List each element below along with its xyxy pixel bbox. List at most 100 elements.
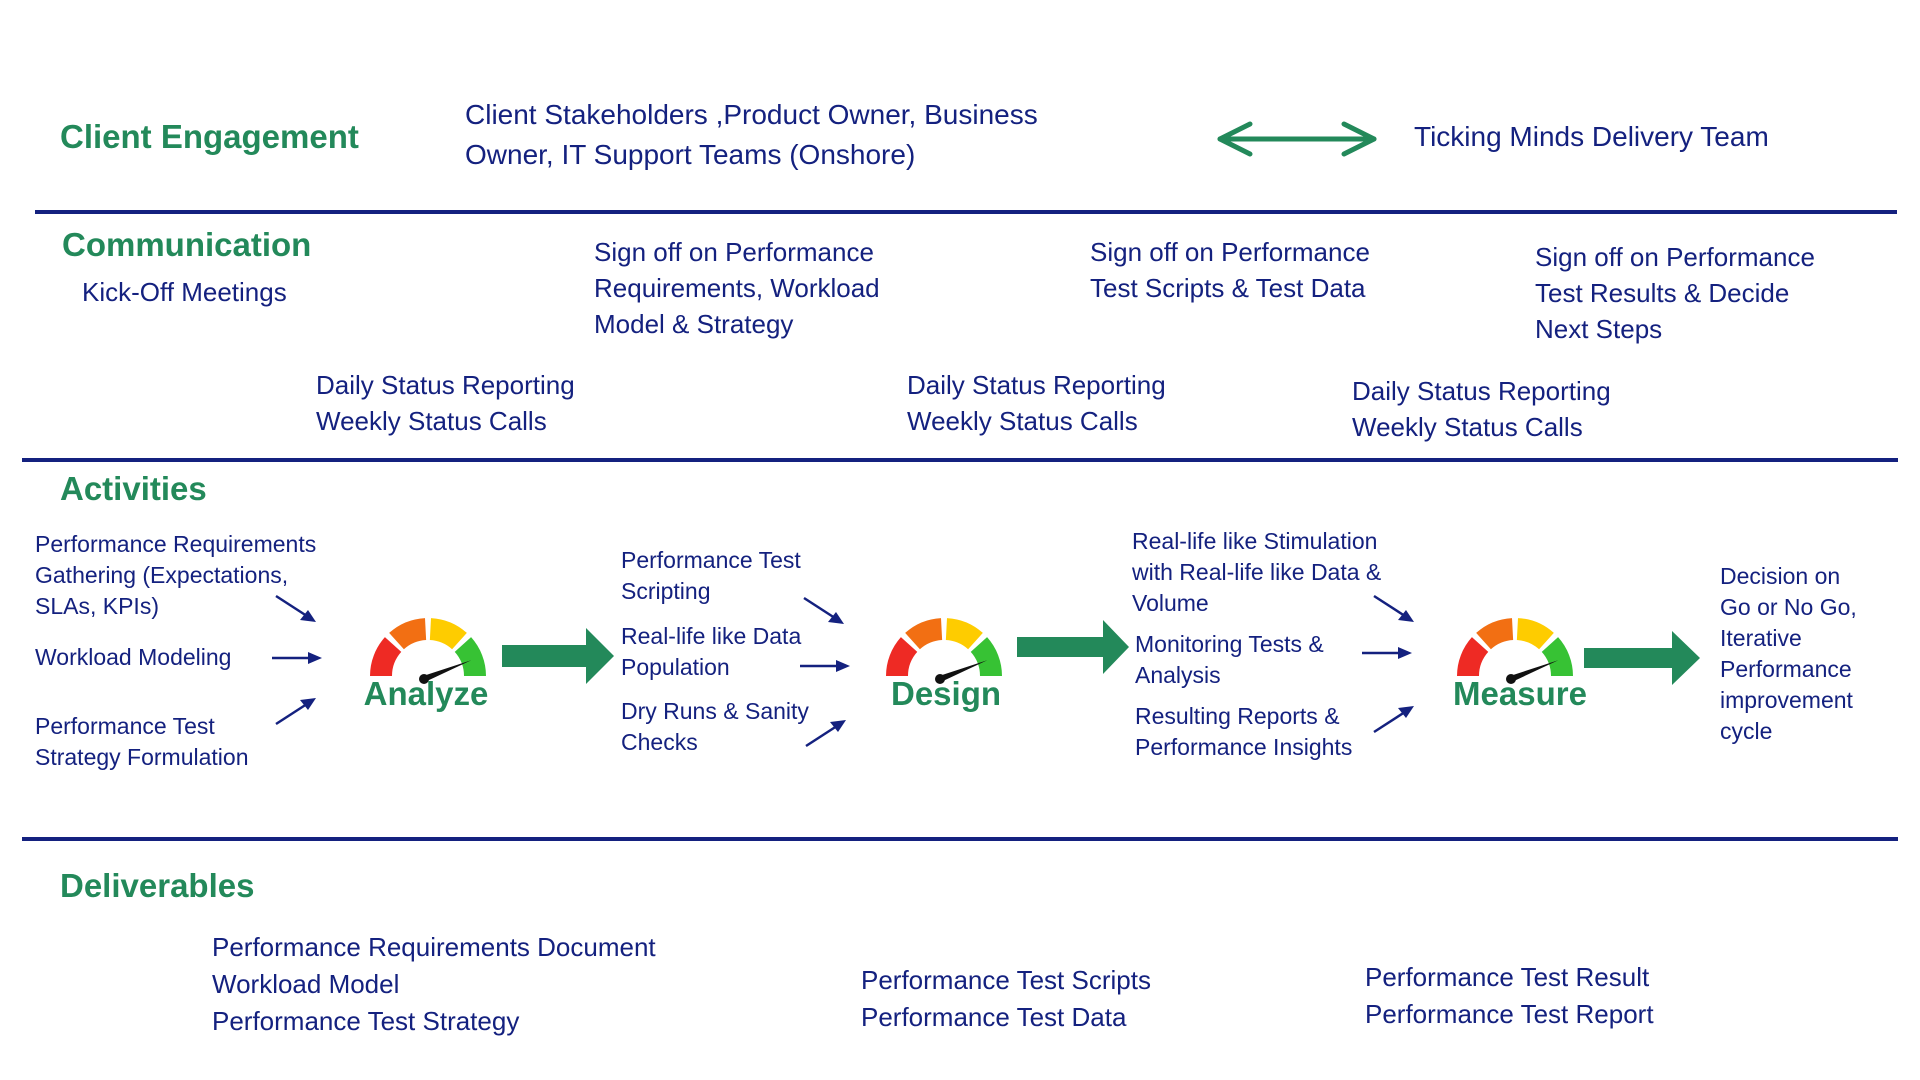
status-line: Daily Status Reporting bbox=[316, 370, 575, 400]
gauge-needle bbox=[1507, 660, 1559, 681]
gauge-segment bbox=[1541, 637, 1573, 676]
input-arrow-icon bbox=[275, 594, 316, 622]
client-parties-line: Client Stakeholders ,Product Owner, Busi… bbox=[465, 99, 1038, 130]
input-line: Performance Test bbox=[621, 547, 801, 573]
section-divider bbox=[22, 458, 1898, 462]
signoff-line: Test Results & Decide bbox=[1535, 278, 1790, 308]
signoff-line: Sign off on Performance bbox=[594, 237, 874, 267]
deliverables-measure: Performance Test Result Performance Test… bbox=[1365, 959, 1654, 1033]
client-parties-text: Client Stakeholders ,Product Owner, Busi… bbox=[465, 95, 1038, 175]
gauge-segment bbox=[429, 618, 467, 650]
input-arrow-icon bbox=[1373, 706, 1414, 734]
speedometer-gauge-icon bbox=[886, 618, 1002, 684]
gauge-hub bbox=[935, 674, 945, 684]
input-line: Real-life like Stimulation bbox=[1132, 528, 1378, 554]
signoff-results-text: Sign off on Performance Test Results & D… bbox=[1535, 239, 1815, 347]
signoff-line: Sign off on Performance bbox=[1535, 242, 1815, 272]
gauge-hub bbox=[1506, 674, 1516, 684]
gauge-needle bbox=[420, 660, 472, 681]
deliverable-item: Workload Model bbox=[212, 969, 400, 999]
communication-heading: Communication bbox=[62, 226, 312, 263]
input-line: Dry Runs & Sanity bbox=[621, 698, 809, 724]
gauge-segment bbox=[970, 637, 1002, 676]
gauge-segment bbox=[389, 618, 427, 650]
input-line: Analysis bbox=[1135, 662, 1221, 688]
input-arrow-icon bbox=[800, 660, 850, 672]
input-line: Real-life like Data bbox=[621, 623, 802, 649]
outcome-line: Decision on bbox=[1720, 563, 1841, 589]
status-line: Weekly Status Calls bbox=[1352, 412, 1583, 442]
input-line: Monitoring Tests & bbox=[1135, 631, 1324, 657]
gauge-segment bbox=[454, 637, 486, 676]
speedometer-gauge-icon bbox=[1457, 618, 1573, 684]
design-input-dry-runs: Dry Runs & Sanity Checks bbox=[621, 696, 809, 758]
deliverable-item: Performance Requirements Document bbox=[212, 932, 656, 962]
input-line: Gathering (Expectations, bbox=[35, 562, 289, 588]
status-line: Daily Status Reporting bbox=[907, 370, 1166, 400]
input-line: Performance Insights bbox=[1135, 734, 1353, 760]
deliverable-item: Performance Test Strategy bbox=[212, 1006, 520, 1036]
stage-label-analyze: Analyze bbox=[363, 675, 489, 712]
outcome-line: Go or No Go, bbox=[1720, 594, 1857, 620]
signoff-line: Test Scripts & Test Data bbox=[1090, 273, 1366, 303]
input-line: Population bbox=[621, 654, 730, 680]
client-parties-line: Owner, IT Support Teams (Onshore) bbox=[465, 139, 916, 170]
client-engagement-heading: Client Engagement bbox=[60, 118, 359, 155]
gauge-segment bbox=[945, 618, 983, 650]
signoff-line: Next Steps bbox=[1535, 314, 1663, 344]
signoff-requirements-text: Sign off on Performance Requirements, Wo… bbox=[594, 234, 880, 342]
deliverable-item: Performance Test Data bbox=[861, 1002, 1127, 1032]
signoff-line: Sign off on Performance bbox=[1090, 237, 1370, 267]
section-divider bbox=[35, 210, 1897, 214]
input-arrow-icon bbox=[275, 698, 316, 726]
design-input-data-population: Real-life like Data Population bbox=[621, 621, 801, 683]
outcome-line: improvement bbox=[1720, 687, 1853, 713]
gauge-segment bbox=[370, 637, 402, 676]
section-divider bbox=[22, 837, 1898, 841]
input-line: Workload Modeling bbox=[35, 644, 232, 670]
signoff-scripts-text: Sign off on Performance Test Scripts & T… bbox=[1090, 234, 1370, 306]
gauge-segment bbox=[886, 637, 918, 676]
measure-input-simulation: Real-life like Stimulation with Real-lif… bbox=[1132, 526, 1381, 619]
outcome-line: Iterative bbox=[1720, 625, 1802, 651]
signoff-line: Requirements, Workload bbox=[594, 273, 880, 303]
input-line: Checks bbox=[621, 729, 698, 755]
gauge-segment bbox=[1516, 618, 1554, 650]
input-arrow-icon bbox=[1362, 647, 1412, 659]
measure-input-monitoring: Monitoring Tests & Analysis bbox=[1135, 629, 1324, 691]
input-line: Performance Test bbox=[35, 713, 215, 739]
signoff-line: Model & Strategy bbox=[594, 309, 794, 339]
outcome-text: Decision on Go or No Go, Iterative Perfo… bbox=[1720, 561, 1857, 747]
delivery-team-label: Ticking Minds Delivery Team bbox=[1414, 121, 1769, 152]
input-arrow-icon bbox=[805, 720, 846, 748]
flow-arrow-icon bbox=[502, 628, 614, 684]
analyze-input-strategy: Performance Test Strategy Formulation bbox=[35, 711, 248, 773]
status-line: Weekly Status Calls bbox=[907, 406, 1138, 436]
status-line: Weekly Status Calls bbox=[316, 406, 547, 436]
input-arrow-icon bbox=[1373, 594, 1414, 622]
input-line: Resulting Reports & bbox=[1135, 703, 1340, 729]
design-input-scripting: Performance Test Scripting bbox=[621, 545, 801, 607]
input-line: Strategy Formulation bbox=[35, 744, 249, 770]
gauge-segment bbox=[1476, 618, 1514, 650]
input-line: Performance Requirements bbox=[35, 531, 317, 557]
gauge-segment bbox=[905, 618, 943, 650]
flow-arrow-icon bbox=[1017, 620, 1129, 674]
stage-label-design: Design bbox=[890, 675, 1002, 712]
deliverables-analyze: Performance Requirements Document Worklo… bbox=[212, 929, 656, 1040]
double-headed-arrow-icon bbox=[1217, 121, 1377, 157]
outcome-line: cycle bbox=[1720, 718, 1773, 744]
activities-heading: Activities bbox=[60, 470, 207, 507]
analyze-input-workload: Workload Modeling bbox=[35, 642, 231, 673]
deliverables-design: Performance Test Scripts Performance Tes… bbox=[861, 962, 1151, 1036]
input-arrow-icon bbox=[272, 652, 322, 664]
status-reporting-block: Daily Status Reporting Weekly Status Cal… bbox=[907, 367, 1166, 439]
deliverable-item: Performance Test Report bbox=[1365, 999, 1654, 1029]
status-line: Daily Status Reporting bbox=[1352, 376, 1611, 406]
input-line: with Real-life like Data & bbox=[1132, 559, 1382, 585]
deliverable-item: Performance Test Result bbox=[1365, 962, 1650, 992]
input-line: Volume bbox=[1132, 590, 1209, 616]
flow-arrow-icon bbox=[1584, 631, 1700, 685]
kickoff-meetings-text: Kick-Off Meetings bbox=[82, 277, 287, 307]
status-reporting-block: Daily Status Reporting Weekly Status Cal… bbox=[1352, 373, 1611, 445]
